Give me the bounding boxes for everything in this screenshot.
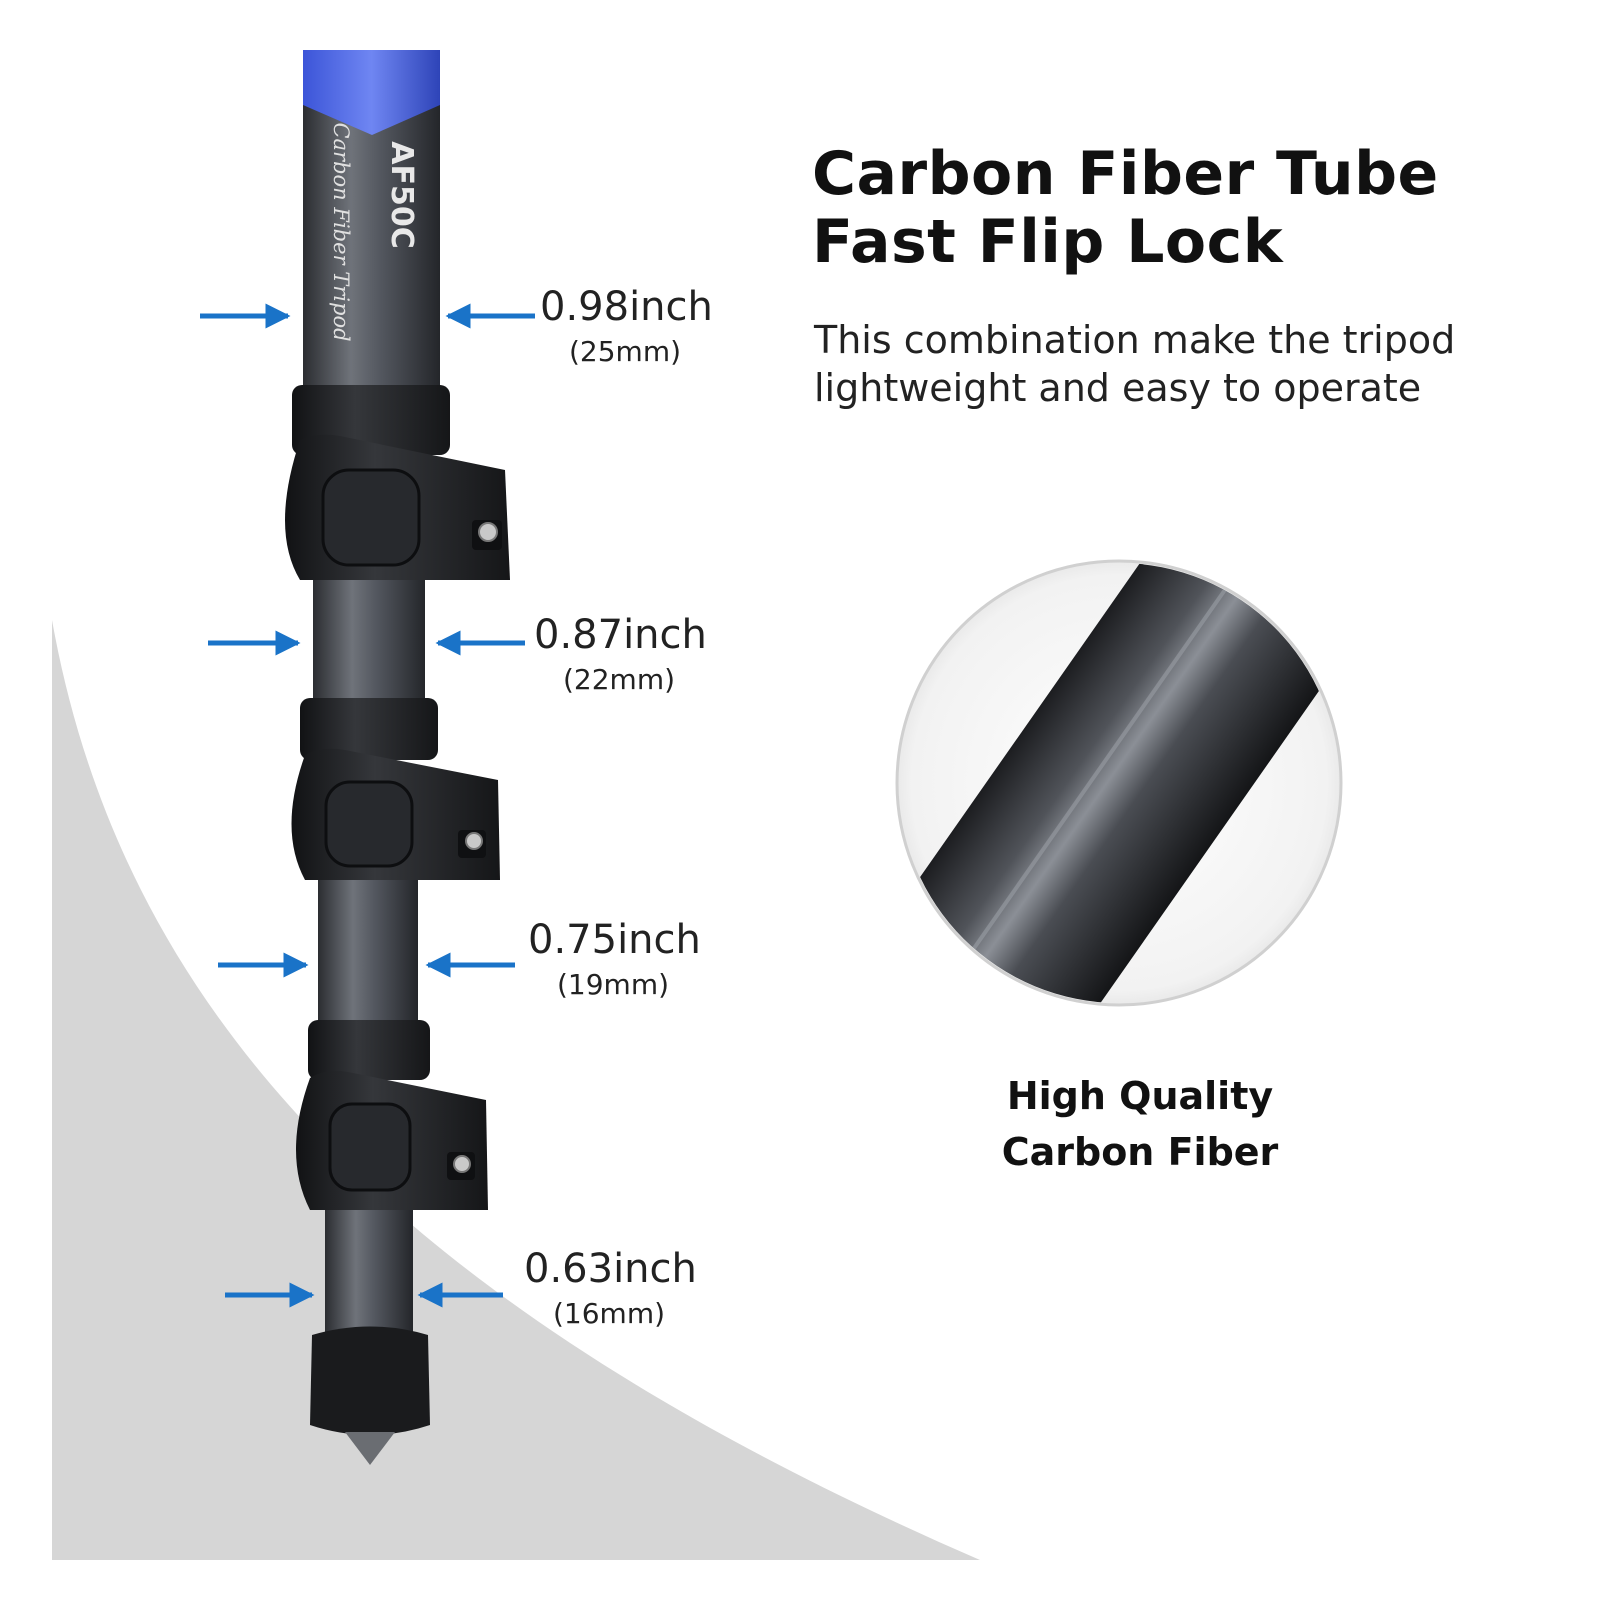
backdrop-curve bbox=[52, 620, 980, 1560]
tube-section-2 bbox=[313, 580, 425, 710]
screw-1 bbox=[478, 522, 498, 542]
title-line-2: Fast Flip Lock bbox=[812, 207, 1284, 277]
tube-section-3 bbox=[318, 880, 418, 1030]
screw-2 bbox=[465, 832, 483, 850]
description-line-2: lightweight and easy to operate bbox=[814, 366, 1422, 410]
dimension-mm: (19mm) bbox=[556, 968, 670, 1001]
lock-collar-2 bbox=[300, 698, 438, 760]
description: This combination make the tripod lightwe… bbox=[814, 316, 1455, 412]
model-label: AF50C bbox=[384, 141, 419, 248]
rubber-foot bbox=[310, 1326, 430, 1435]
carbon-fiber-closeup bbox=[895, 559, 1343, 1007]
dimension-inch: 0.87inch bbox=[534, 612, 707, 658]
description-line-1: This combination make the tripod bbox=[814, 318, 1456, 362]
caption-line-2: Carbon Fiber bbox=[1001, 1130, 1279, 1174]
dimension-inch: 0.75inch bbox=[528, 917, 701, 963]
foot-spike bbox=[345, 1432, 395, 1465]
lock-collar-3 bbox=[308, 1020, 430, 1080]
dimension-inch: 0.63inch bbox=[524, 1246, 697, 1292]
dimension-label-1: 0.98inch (25mm) bbox=[540, 284, 713, 370]
caption-line-1: High Quality bbox=[1006, 1074, 1274, 1118]
page-title: Carbon Fiber Tube Fast Flip Lock bbox=[812, 140, 1439, 276]
dimension-inch: 0.98inch bbox=[540, 284, 713, 330]
blue-label-band bbox=[303, 50, 440, 135]
dimension-label-3: 0.75inch (19mm) bbox=[528, 917, 701, 1003]
dimension-label-4: 0.63inch (16mm) bbox=[524, 1246, 697, 1332]
dimension-label-2: 0.87inch (22mm) bbox=[534, 612, 707, 698]
dimension-mm: (16mm) bbox=[552, 1297, 666, 1330]
dimension-mm: (22mm) bbox=[562, 663, 676, 696]
closeup-caption: High Quality Carbon Fiber bbox=[940, 1068, 1340, 1180]
model-subtitle: Carbon Fiber Tripod bbox=[329, 122, 353, 341]
screw-3 bbox=[453, 1155, 471, 1173]
dimension-mm: (25mm) bbox=[568, 335, 682, 368]
title-line-1: Carbon Fiber Tube bbox=[812, 139, 1439, 209]
